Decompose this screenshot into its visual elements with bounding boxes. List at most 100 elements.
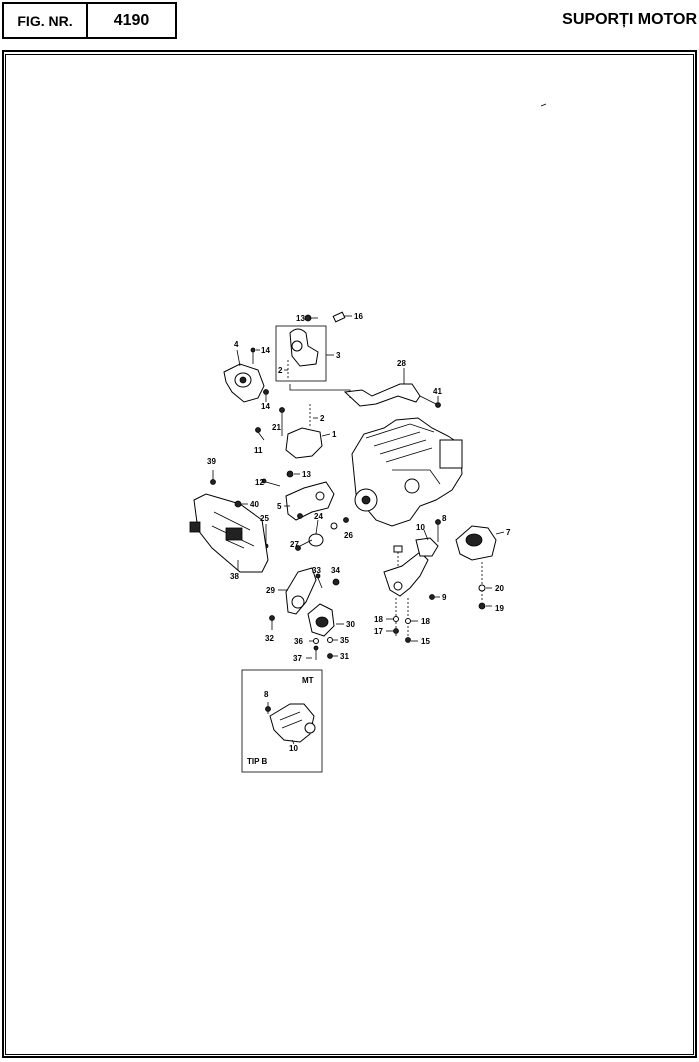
bolt-12-head bbox=[261, 478, 267, 484]
callout-30: 30 bbox=[346, 620, 355, 629]
callout-13-lower: 13 bbox=[302, 470, 311, 479]
link-line-upper bbox=[289, 384, 351, 398]
mount-10-upper bbox=[415, 537, 439, 557]
leader-7 bbox=[495, 531, 505, 535]
callout-2-lower: 2 bbox=[320, 414, 325, 423]
callout-36: 36 bbox=[294, 637, 303, 646]
bracket-5-part bbox=[285, 481, 335, 521]
inset-box bbox=[241, 669, 323, 773]
inset-type-label: TIP B bbox=[247, 757, 268, 766]
inset-bracket-10 bbox=[269, 703, 315, 743]
callout-10: 10 bbox=[416, 523, 425, 532]
callout-27: 27 bbox=[290, 540, 299, 549]
inset-bolt-8-head bbox=[265, 706, 271, 712]
engine-pump bbox=[404, 478, 420, 494]
mount-30-bushing bbox=[315, 616, 329, 628]
bolt-32-head bbox=[269, 615, 275, 621]
washer-18-right bbox=[405, 618, 411, 624]
nut-17 bbox=[393, 628, 399, 634]
engine-detail-line bbox=[392, 469, 441, 485]
figure-number-label: FIG. NR. bbox=[4, 4, 88, 37]
nut-13-upper bbox=[304, 314, 312, 322]
leader-24 bbox=[315, 519, 319, 535]
callout-41: 41 bbox=[433, 387, 442, 396]
bracket-hole bbox=[291, 340, 303, 352]
callout-7: 7 bbox=[506, 528, 511, 537]
callout-15: 15 bbox=[421, 637, 430, 646]
bolt-15 bbox=[405, 637, 411, 643]
callout-31: 31 bbox=[340, 652, 349, 661]
inset-leader-10 bbox=[291, 739, 295, 745]
leader-4 bbox=[236, 349, 241, 367]
inset-bracket-detail bbox=[279, 711, 303, 729]
callout-21: 21 bbox=[272, 423, 281, 432]
page-title: SUPORȚI MOTOR bbox=[562, 11, 697, 28]
callout-2-upper: 2 bbox=[278, 366, 283, 375]
mount-4-center bbox=[239, 376, 247, 384]
washer-18-left bbox=[393, 616, 399, 622]
bolt-21-head bbox=[279, 407, 285, 413]
bracket-10-hole bbox=[393, 581, 403, 591]
callout-18-left: 18 bbox=[374, 615, 383, 624]
nut-13-lower bbox=[286, 470, 294, 478]
callout-28: 28 bbox=[397, 359, 406, 368]
callout-18-right: 18 bbox=[421, 617, 430, 626]
bracket-5-bolt bbox=[297, 513, 303, 519]
diagram-frame-inner bbox=[5, 54, 694, 1055]
engine-cooling-fins bbox=[373, 431, 433, 463]
bolt-40 bbox=[234, 500, 242, 508]
leader-1 bbox=[321, 433, 331, 437]
engine-head-edge bbox=[365, 423, 435, 439]
callout-8: 8 bbox=[442, 514, 447, 523]
bushing-24 bbox=[308, 533, 324, 547]
engine-alternator bbox=[439, 439, 463, 469]
stud-head-right-group bbox=[393, 545, 403, 553]
bolt-14-lower bbox=[263, 389, 269, 395]
callout-26: 26 bbox=[344, 531, 353, 540]
stud-33-head bbox=[315, 573, 321, 579]
callout-11: 11 bbox=[254, 446, 263, 455]
bracket-5-hole bbox=[315, 491, 325, 501]
bolt-14-upper bbox=[250, 347, 256, 353]
bolt-41 bbox=[435, 402, 441, 408]
callout-29: 29 bbox=[266, 586, 275, 595]
callout-25: 25 bbox=[260, 514, 269, 523]
bolt-16 bbox=[332, 311, 346, 323]
bolt-37-head bbox=[313, 645, 319, 651]
callout-16: 16 bbox=[354, 312, 363, 321]
inset-callout-8: 8 bbox=[264, 690, 269, 699]
washer-35 bbox=[327, 637, 333, 643]
inset-bracket-hole bbox=[304, 722, 316, 734]
washer-36 bbox=[313, 638, 319, 644]
callout-13-upper: 13 bbox=[296, 314, 305, 323]
bracket-10-part bbox=[383, 551, 429, 597]
callout-1: 1 bbox=[332, 430, 337, 439]
mount-7-bushing bbox=[465, 533, 483, 547]
callout-3: 3 bbox=[336, 351, 341, 360]
figure-number-box: FIG. NR. 4190 bbox=[2, 2, 177, 39]
bracket-29-hole bbox=[291, 595, 305, 609]
callout-17: 17 bbox=[374, 627, 383, 636]
bolt-19 bbox=[478, 602, 486, 610]
callout-40: 40 bbox=[250, 500, 259, 509]
callout-39: 39 bbox=[207, 457, 216, 466]
cover-38-cutout bbox=[225, 527, 243, 541]
callout-33: 33 bbox=[312, 566, 321, 575]
bracket-3-box bbox=[275, 325, 327, 382]
bolt-27 bbox=[299, 539, 313, 547]
engine-block-part bbox=[351, 417, 463, 527]
bracket-28-part bbox=[343, 383, 421, 407]
callout-14-upper: 14 bbox=[261, 346, 270, 355]
figure-number-value: 4190 bbox=[113, 11, 150, 29]
callout-4: 4 bbox=[234, 340, 239, 349]
callout-32: 32 bbox=[265, 634, 274, 643]
nut-26 bbox=[343, 517, 349, 523]
bolt-39 bbox=[210, 479, 216, 485]
callout-38: 38 bbox=[230, 572, 239, 581]
nut-31 bbox=[327, 653, 333, 659]
washer-26 bbox=[330, 522, 338, 530]
callout-14-lower: 14 bbox=[261, 402, 270, 411]
callout-9: 9 bbox=[442, 593, 447, 602]
bolt-27-head bbox=[295, 545, 301, 551]
